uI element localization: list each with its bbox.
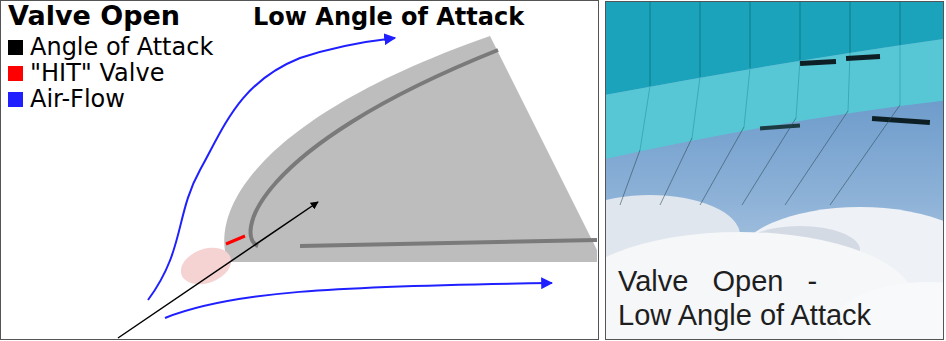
valve-slot <box>872 116 930 125</box>
suspension-line <box>660 138 692 205</box>
suspension-line <box>785 111 848 205</box>
valve-slot <box>800 59 836 66</box>
cell-seam <box>649 2 651 86</box>
suspension-lines <box>620 105 900 205</box>
rib-line <box>640 86 650 150</box>
valve-slot <box>846 54 880 61</box>
suspension-line <box>742 118 796 205</box>
canopy-lower-surface <box>606 38 943 160</box>
cloud <box>606 232 915 339</box>
diagram-title: Valve Open <box>8 0 180 32</box>
inner-surface <box>251 50 498 246</box>
suspension-line <box>830 105 900 205</box>
canopy-photo <box>606 2 943 339</box>
legend-swatch <box>8 92 23 107</box>
angle-of-attack-line <box>118 202 318 338</box>
panel-frame <box>606 2 944 340</box>
rib-line <box>848 53 850 111</box>
airflow-lower <box>165 283 552 318</box>
panel-frame <box>1 1 599 340</box>
legend-swatch <box>8 66 23 81</box>
legend-text: "HIT" Valve <box>30 60 164 87</box>
inlet-highlight <box>176 241 236 291</box>
cell-seam <box>799 2 801 60</box>
suspension-line <box>700 127 744 205</box>
view-label: Low Angle of Attack <box>253 3 524 32</box>
rib-line <box>744 68 750 127</box>
rib-lines <box>640 45 900 150</box>
cell-seam <box>849 2 851 53</box>
cell-seam <box>749 2 751 68</box>
legend-swatch <box>8 40 23 55</box>
suspension-line <box>620 150 640 205</box>
hit-valve <box>226 236 245 244</box>
airflow-upper <box>148 38 395 300</box>
valve-slot <box>760 124 800 131</box>
cell-seam <box>899 2 901 45</box>
rib-line <box>692 77 700 138</box>
photo-caption: Valve Open - Low Angle of Attack <box>618 264 888 332</box>
legend-text: Air-Flow <box>30 86 125 113</box>
rib-line <box>796 60 800 118</box>
cell-seam <box>699 2 701 77</box>
inner-surface <box>300 240 597 246</box>
legend-text: Angle of Attack <box>30 34 213 61</box>
rib-line <box>900 45 901 105</box>
